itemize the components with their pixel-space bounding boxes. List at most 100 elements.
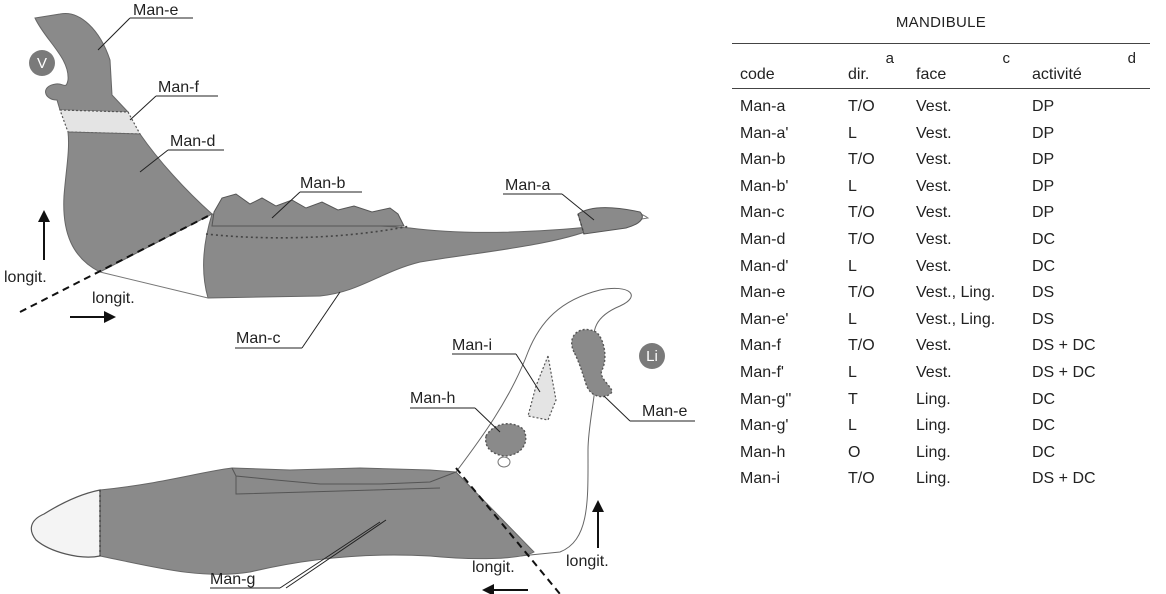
cell-face: Vest. xyxy=(916,337,952,355)
zone-man-b-teeth xyxy=(211,193,405,227)
cell-face: Vest. xyxy=(916,230,952,248)
mandible-figure: V Man-e Man-f Man-d Man-b Man-a Man-c lo… xyxy=(4,2,695,594)
cell-face: Vest. xyxy=(916,124,952,142)
arrow-left-icon xyxy=(482,584,494,594)
cell-activite: DS + DC xyxy=(1032,363,1096,381)
label-man-e-top: Man-e xyxy=(133,2,178,19)
zone-man-g-ling xyxy=(99,467,535,575)
header-activite: d activité xyxy=(1024,43,1150,89)
cell-activite: DS + DC xyxy=(1032,337,1096,355)
cell-code: Man-c xyxy=(740,204,785,222)
cell-dir: T/O xyxy=(848,284,875,302)
table-title: MANDIBULE xyxy=(895,14,987,31)
alveolar-dotted-line xyxy=(205,225,411,239)
vestibular-view: V Man-e Man-f Man-d Man-b Man-a Man-c lo… xyxy=(4,2,650,349)
cell-code: Man-b' xyxy=(740,177,789,195)
cell-dir: O xyxy=(848,443,861,461)
cell-dir: T/O xyxy=(848,204,875,222)
cell-dir: T xyxy=(848,390,858,408)
label-longit-1: longit. xyxy=(4,269,47,286)
cell-dir: L xyxy=(848,417,857,435)
cell-activite: DS xyxy=(1032,310,1055,328)
cell-activite: DP xyxy=(1032,98,1055,115)
table-row: Man-e T/O Vest., Ling. DS xyxy=(732,280,1150,307)
zone-man-i-ling xyxy=(527,353,557,421)
cell-code: Man-f' xyxy=(740,363,784,381)
zone-man-h-ling xyxy=(485,423,527,457)
label-man-a: Man-a xyxy=(505,177,550,194)
cell-activite: DS + DC xyxy=(1032,470,1096,488)
teeth-ridge-ling xyxy=(231,467,457,495)
label-man-i: Man-i xyxy=(452,337,492,354)
cell-activite: DC xyxy=(1032,390,1056,408)
header-face: c face xyxy=(908,43,1024,89)
cell-dir: T/O xyxy=(848,470,875,488)
cell-dir: T/O xyxy=(848,230,875,248)
longit-axis-ling xyxy=(455,467,561,594)
table-row: Man-d T/O Vest. DC xyxy=(732,227,1150,254)
label-longit-2: longit. xyxy=(92,290,135,307)
cell-face: Vest. xyxy=(916,98,952,115)
cell-activite: DP xyxy=(1032,151,1055,169)
cell-code: Man-a' xyxy=(740,124,789,142)
table-row: Man-f T/O Vest. DS + DC xyxy=(732,333,1150,360)
cell-code: Man-d' xyxy=(740,257,789,275)
header-dir: a dir. xyxy=(840,43,908,89)
label-man-f: Man-f xyxy=(158,79,199,96)
incisor-tip-ling xyxy=(30,489,101,558)
cell-dir: L xyxy=(848,177,857,195)
lingual-view: Li Man-i Man-h Man-e Man-g longit. longi… xyxy=(30,287,695,594)
arrow-up-icon xyxy=(38,210,50,222)
cell-activite: DC xyxy=(1032,417,1056,435)
cell-face: Vest., Ling. xyxy=(916,284,996,302)
zone-man-a-incisors xyxy=(577,207,643,235)
cell-code: Man-d xyxy=(740,230,786,248)
lingual-badge xyxy=(639,343,665,369)
cell-code: Man-g' xyxy=(740,417,789,435)
zone-man-c-vest xyxy=(203,213,601,299)
label-man-d: Man-d xyxy=(170,133,215,150)
cell-code: Man-f xyxy=(740,337,781,355)
cell-dir: L xyxy=(848,310,857,328)
cell-dir: L xyxy=(848,363,857,381)
label-man-h: Man-h xyxy=(410,390,455,407)
cell-activite: DC xyxy=(1032,443,1056,461)
cell-activite: DP xyxy=(1032,124,1055,142)
table-row: Man-a' L Vest. DP xyxy=(732,121,1150,148)
zone-man-d-vest xyxy=(63,131,213,273)
lingual-badge-text: Li xyxy=(646,348,658,365)
cell-face: Ling. xyxy=(916,417,951,435)
cell-dir: T/O xyxy=(848,337,875,355)
cell-code: Man-h xyxy=(740,443,786,461)
zone-man-e-ling xyxy=(571,328,613,398)
label-man-c: Man-c xyxy=(236,330,280,347)
cell-code: Man-e xyxy=(740,284,786,302)
vestibular-badge-text: V xyxy=(37,55,47,72)
label-longit-3: longit. xyxy=(566,553,609,570)
cell-activite: DC xyxy=(1032,230,1056,248)
cell-activite: DS xyxy=(1032,284,1055,302)
arrow-right-icon xyxy=(104,311,116,323)
cell-code: Man-b xyxy=(740,151,786,169)
header-code: code xyxy=(732,43,840,89)
vestibular-badge xyxy=(29,50,55,76)
cell-activite: DP xyxy=(1032,177,1055,195)
cell-code: Man-e' xyxy=(740,310,789,328)
cell-activite: DP xyxy=(1032,204,1055,222)
cell-code: Man-a xyxy=(740,98,786,115)
cell-activite: DC xyxy=(1032,257,1056,275)
cell-dir: L xyxy=(848,124,857,142)
mandibule-table-panel: MANDIBULE code a dir. c face d activité xyxy=(732,14,1150,493)
zone-man-f-vest xyxy=(59,109,142,135)
table-header-row: code a dir. c face d activité xyxy=(732,43,1150,89)
cell-code: Man-g'' xyxy=(740,390,792,408)
